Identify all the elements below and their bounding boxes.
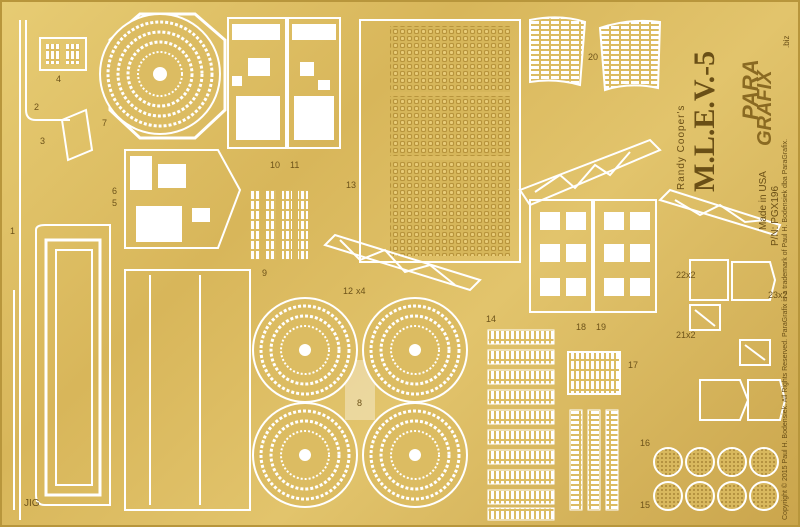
part-label-4: 4 xyxy=(56,74,62,84)
mesh-panel-13 xyxy=(359,19,521,263)
made-in-usa: Made in USA xyxy=(758,171,769,230)
strips-14 xyxy=(487,329,555,521)
part-number: P/N: PGX196 xyxy=(770,185,781,246)
panels-10-11 xyxy=(227,17,341,149)
wheels-15 xyxy=(653,447,779,511)
grid-plate xyxy=(124,269,251,511)
part-label-14: 14 xyxy=(486,314,497,324)
strips-9 xyxy=(250,190,308,260)
disc-part-7 xyxy=(99,12,227,140)
part-label-9: 9 xyxy=(262,268,268,278)
part-label-5: 5 xyxy=(112,198,118,208)
part-label-3: 3 xyxy=(40,136,46,146)
brand-logo-grafix: GRAFIX xyxy=(754,70,776,146)
brackets-21-23 xyxy=(689,259,787,421)
truss-arms xyxy=(323,138,782,292)
part-label-21: 21x2 xyxy=(676,330,696,340)
brand-logo-suffix: .biz xyxy=(782,35,791,48)
part-label-8: 8 xyxy=(357,398,363,408)
part-label-6: 6 xyxy=(112,186,118,196)
part-label-10: 10 xyxy=(270,160,281,170)
slotted-panels-20 xyxy=(529,16,662,92)
part-label-11: 11 xyxy=(290,160,300,170)
copyright-text: Copyright © 2015 Paul H. Bodensiek. All … xyxy=(782,138,789,520)
panel-5-6 xyxy=(124,149,242,249)
part-label-18: 18 xyxy=(576,322,587,332)
grille-17 xyxy=(567,351,621,395)
part-label-22: 22x2 xyxy=(676,270,696,280)
part-label-13: 13 xyxy=(346,180,357,190)
part-label-15: 15 xyxy=(640,500,651,510)
small-parts-upper-left xyxy=(39,37,94,162)
part-label-16: 16 xyxy=(640,438,651,448)
part-label-2: 2 xyxy=(34,102,40,112)
part-label-17: 17 xyxy=(628,360,639,370)
strips-16 xyxy=(569,409,619,511)
jig-label: JIG xyxy=(24,498,40,509)
part-label-7: 7 xyxy=(102,118,108,128)
discs-part-8 xyxy=(252,297,468,508)
part-label-1: 1 xyxy=(10,226,16,236)
left-rails xyxy=(13,20,111,520)
part-label-23: 23x2 xyxy=(768,290,788,300)
title-main: M.L.E.V.-5 xyxy=(688,50,721,192)
title-small: Randy Cooper's xyxy=(676,104,687,190)
part-label-19: 19 xyxy=(596,322,607,332)
panels-18-19 xyxy=(529,199,657,313)
part-label-12-qty: x4 xyxy=(356,286,366,296)
part-label-20: 20 xyxy=(588,52,599,62)
part-label-12: 12 xyxy=(343,286,354,296)
